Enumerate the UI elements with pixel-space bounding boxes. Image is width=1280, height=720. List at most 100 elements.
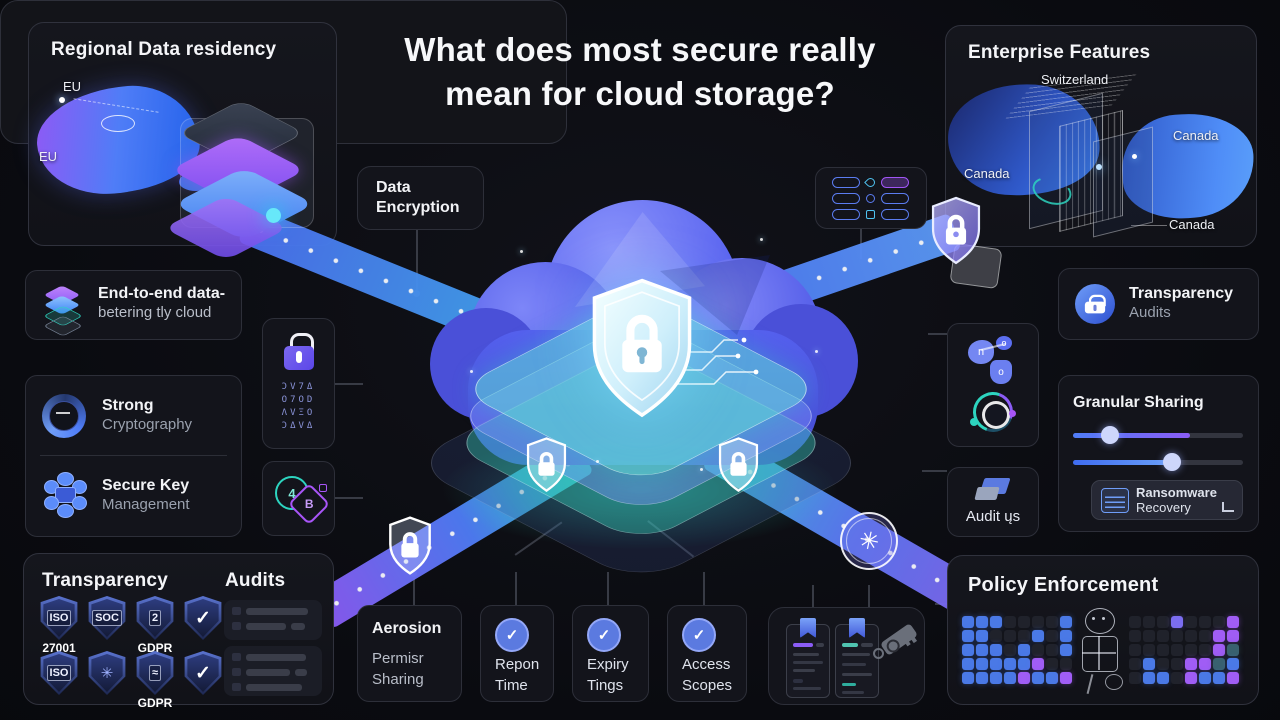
policy-cell (1018, 616, 1030, 628)
transparency-audit-card: Transparency Audits (1058, 268, 1259, 340)
compliance-badge: ✳ (84, 651, 130, 695)
policy-title: Policy Enforcement (968, 574, 1159, 596)
report-time-card[interactable]: ✓ Repon Time (480, 605, 554, 702)
audit-box-icon (974, 478, 1014, 504)
policy-cell (1199, 672, 1211, 684)
policy-cell (1171, 658, 1183, 670)
bookmark-icon (849, 618, 865, 638)
policy-cell (1004, 658, 1016, 670)
policy-cell (976, 616, 988, 628)
badge-sub-label: GDPR (137, 696, 173, 710)
expiry-card[interactable]: ✓ Expiry Tings (572, 605, 649, 702)
compliance-badge: ≈ GDPR (132, 651, 178, 710)
connector (703, 572, 705, 605)
policy-cell (1060, 616, 1072, 628)
policy-cell (1018, 644, 1030, 656)
policy-cell (1185, 644, 1197, 656)
label-line (1131, 225, 1167, 226)
policy-cell (976, 658, 988, 670)
policy-cell (1143, 658, 1155, 670)
policy-cell (1046, 630, 1058, 642)
compliance-badge: ISO (36, 651, 82, 695)
padlock-icon (284, 333, 314, 373)
vault-icon (1101, 488, 1129, 513)
pill-icon (881, 193, 909, 204)
policy-cell (1199, 616, 1211, 628)
slider-fill (1073, 460, 1172, 465)
policy-cell (1032, 672, 1044, 684)
ribbon-shield-lock-icon (389, 516, 431, 575)
corner-mark-icon (1222, 502, 1234, 512)
check-icon: ✓ (195, 607, 211, 629)
mini-square (319, 484, 327, 492)
pill-icon (832, 193, 860, 204)
glow-dot (1096, 164, 1102, 170)
slider-thumb[interactable] (1101, 426, 1120, 444)
glow-dot (266, 208, 281, 223)
policy-cell (976, 672, 988, 684)
badge-text: ≈ (148, 665, 162, 681)
policy-cell (1129, 672, 1141, 684)
e2e-card: End-to-end data- betering tly cloud (25, 270, 242, 340)
switzerland-label: Switzerland (1041, 72, 1109, 87)
badge-sub-label: 27001 (42, 641, 76, 655)
policy-cell (990, 630, 1002, 642)
policy-cell (1004, 630, 1016, 642)
connector (607, 572, 609, 605)
audit-card[interactable]: Audit ųs (947, 467, 1039, 537)
policy-cell (962, 658, 974, 670)
policy-cell (1129, 630, 1141, 642)
access-scopes-card[interactable]: ✓ Access Scopes (667, 605, 747, 702)
policy-cell (976, 644, 988, 656)
slider-thumb[interactable] (1162, 453, 1181, 471)
canada-label-left: Canada (964, 166, 1010, 181)
compliance-badge: ✓ (180, 596, 226, 640)
badge-sub-label: GDPR (137, 641, 173, 655)
locks-orbit-card: n o o (947, 323, 1039, 447)
badges-title-right: Audits (225, 570, 286, 591)
code-pills-card (815, 167, 927, 229)
divider (40, 455, 227, 456)
policy-cell (1171, 672, 1183, 684)
policy-cell (1032, 658, 1044, 670)
sharing-slider-1[interactable] (1073, 426, 1243, 444)
cryptography-ring-icon (42, 394, 86, 438)
policy-cell (1032, 644, 1044, 656)
policy-cell (1018, 658, 1030, 670)
policy-cell (962, 672, 974, 684)
policy-grid-left (962, 616, 1072, 684)
policy-cell (1185, 616, 1197, 628)
seal-badge: ✳ (840, 512, 898, 570)
eu-label-bottom: EU (39, 149, 58, 164)
granular-sharing-card: Granular Sharing Ransomware Recovery (1058, 375, 1259, 532)
card-lines: Access Scopes (682, 656, 733, 694)
sharing-slider-2[interactable] (1073, 453, 1243, 471)
policy-cell (1018, 672, 1030, 684)
slider-fill (1073, 433, 1191, 438)
card-lines: Expiry Tings (587, 656, 629, 694)
main-shield-lock-icon (592, 278, 692, 418)
pill-icon (881, 209, 909, 220)
policy-cell (1185, 630, 1197, 642)
stamp-key-icon (879, 623, 919, 656)
policy-cell (1060, 630, 1072, 642)
seal-star-icon: ✳ (856, 525, 882, 557)
small-shield-lock-icon (526, 437, 567, 493)
policy-cell (1060, 658, 1072, 670)
policy-cell (1185, 658, 1197, 670)
connector (335, 497, 363, 499)
policy-cell (1213, 644, 1225, 656)
policy-cell (1004, 616, 1016, 628)
connector (922, 470, 947, 472)
canada-label-bottom: Canada (1169, 217, 1215, 232)
permission-sharing-card[interactable]: Aerosion Permisr Sharing (357, 605, 462, 702)
pill-glyph (866, 194, 875, 203)
glow-dot (1132, 154, 1137, 159)
check-icon: ✓ (195, 662, 211, 684)
card-title: Aerosion (372, 620, 442, 637)
policy-cell (1157, 616, 1169, 628)
ring-glyph (56, 412, 70, 414)
policy-cell (1227, 616, 1239, 628)
ransomware-recovery-button[interactable]: Ransomware Recovery (1091, 480, 1243, 520)
